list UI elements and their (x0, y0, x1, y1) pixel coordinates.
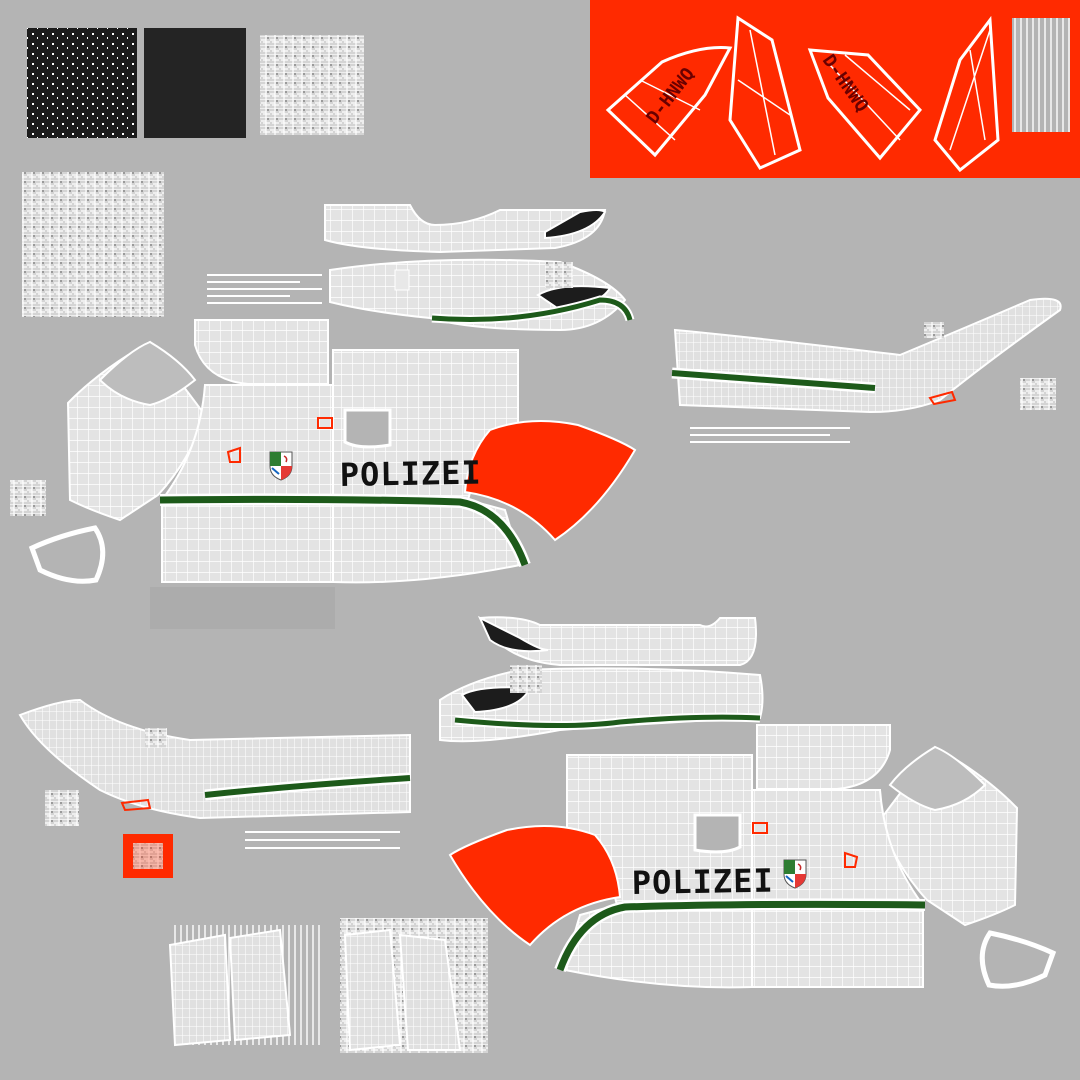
sill-panel-top (671, 297, 1062, 443)
side-panel-top (32, 320, 635, 582)
trim-strips-top (207, 274, 322, 304)
nrw-coat-of-arms-icon (269, 451, 293, 481)
nrw-coat-of-arms-icon (783, 859, 807, 889)
wire-strips-bottom-center (340, 918, 488, 1053)
dark-swatch (144, 28, 246, 138)
dark-noise-swatch (27, 28, 137, 138)
detail-swatch-left (22, 172, 164, 317)
wire-strips-bottom-left (168, 925, 320, 1047)
license-plate-panel: D-HNWQ D-HNWQ (590, 0, 1080, 178)
sill-panel-bottom (18, 698, 411, 849)
roof-shell-bottom (439, 615, 764, 743)
polizei-text-bottom: POLIZEI (631, 862, 774, 902)
red-detail-overlay (133, 843, 163, 869)
roof-shell-top (324, 204, 635, 332)
polizei-text-top: POLIZEI (339, 454, 482, 494)
dirt-swatch-top (150, 587, 335, 629)
detail-swatch-top (260, 35, 364, 135)
side-panel-bottom (450, 725, 1053, 987)
small-detail-left (10, 480, 46, 516)
